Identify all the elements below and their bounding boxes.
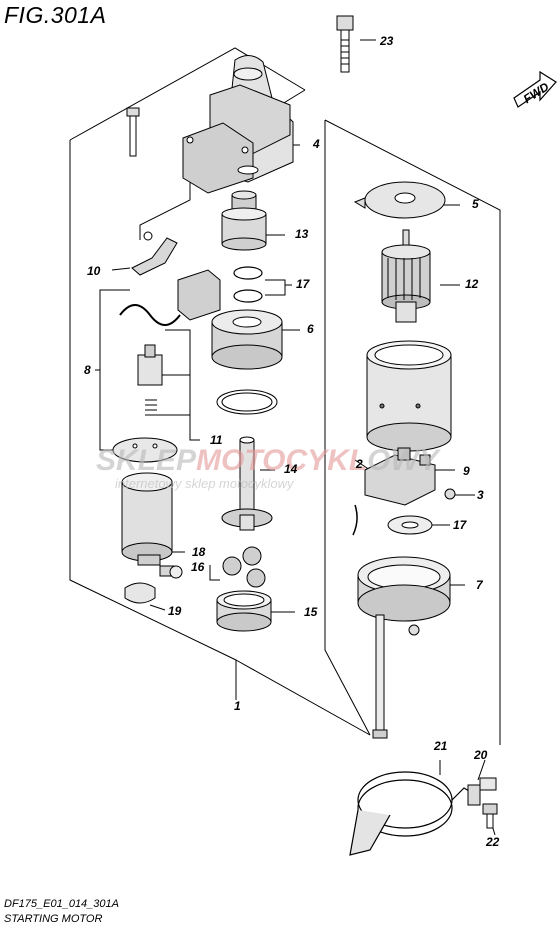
callout-4: 4 bbox=[312, 137, 320, 151]
callout-23: 23 bbox=[379, 34, 394, 48]
callout-16: 16 bbox=[191, 560, 205, 574]
watermark-tagline: internetowy sklep motocyklowy bbox=[115, 476, 295, 491]
part-shaft-14 bbox=[221, 436, 273, 531]
part-terminal-18 bbox=[159, 565, 183, 579]
part-bracket-10 bbox=[131, 231, 178, 276]
part-band-21 bbox=[349, 771, 475, 856]
callout-22: 22 bbox=[485, 835, 500, 849]
part-terminal-20 bbox=[467, 777, 497, 806]
watermark-moto: MOTO bbox=[196, 444, 285, 477]
callout-1: 1 bbox=[234, 699, 241, 713]
figure-title: FIG.301A bbox=[4, 2, 107, 28]
callouts: 1 2 3 4 5 6 7 8 9 10 11 12 13 14 15 16 1… bbox=[84, 34, 500, 849]
watermark: SKLEPMOTOCYKLOWY internetowy sklep motoc… bbox=[96, 444, 442, 491]
part-clamp-19 bbox=[124, 582, 156, 604]
figure-name: STARTING MOTOR bbox=[4, 913, 103, 925]
part-clips-17 bbox=[233, 266, 263, 303]
watermark-owy: OWY bbox=[367, 444, 442, 477]
part-housing-4 bbox=[182, 55, 294, 194]
part-rear-cover-7 bbox=[357, 556, 451, 622]
part-plate-5 bbox=[353, 181, 446, 219]
part-armature-12 bbox=[381, 229, 431, 323]
part-brush-holder-8 bbox=[112, 269, 221, 463]
callout-18: 18 bbox=[192, 545, 206, 559]
callout-13: 13 bbox=[295, 227, 309, 241]
callout-6: 6 bbox=[307, 322, 314, 336]
part-end-frame bbox=[121, 472, 173, 566]
watermark-cykl: CYKL bbox=[285, 444, 367, 477]
part-brush-plate-9 bbox=[352, 447, 436, 536]
callout-15: 15 bbox=[304, 605, 318, 619]
part-gear-case-6 bbox=[211, 309, 283, 370]
callout-7: 7 bbox=[476, 578, 484, 592]
callout-3: 3 bbox=[477, 488, 484, 502]
callout-5: 5 bbox=[472, 197, 479, 211]
callout-19: 19 bbox=[168, 604, 182, 618]
callout-17-bottom: 17 bbox=[453, 518, 468, 532]
part-small-bolt bbox=[126, 107, 140, 157]
part-through-bolt bbox=[372, 614, 420, 739]
fwd-direction-arrow: FWD bbox=[513, 70, 557, 108]
callout-9: 9 bbox=[463, 464, 470, 478]
part-gasket bbox=[216, 389, 278, 415]
callout-8: 8 bbox=[84, 363, 91, 377]
svg-text:SKLEPMOTOCYKLOWY: SKLEPMOTOCYKLOWY bbox=[96, 444, 442, 477]
part-screw-3 bbox=[444, 488, 456, 500]
callout-2: 2 bbox=[355, 457, 363, 471]
part-planet-gears-16 bbox=[222, 546, 266, 588]
part-yoke bbox=[366, 340, 452, 452]
callout-10: 10 bbox=[87, 264, 101, 278]
callout-17-top: 17 bbox=[296, 277, 311, 291]
part-pinion-13 bbox=[221, 190, 267, 251]
callout-11: 11 bbox=[210, 433, 223, 447]
part-ring-gear-15 bbox=[216, 590, 272, 632]
part-bolt-22 bbox=[482, 803, 498, 829]
watermark-sklep: SKLEP bbox=[96, 444, 197, 477]
callout-20: 20 bbox=[473, 748, 488, 762]
callout-12: 12 bbox=[465, 277, 479, 291]
callout-21: 21 bbox=[433, 739, 448, 753]
part-washer-17b bbox=[387, 515, 433, 535]
part-bolt-23 bbox=[336, 15, 354, 73]
callout-14: 14 bbox=[284, 462, 298, 476]
model-code: DF175_E01_014_301A bbox=[4, 898, 119, 910]
